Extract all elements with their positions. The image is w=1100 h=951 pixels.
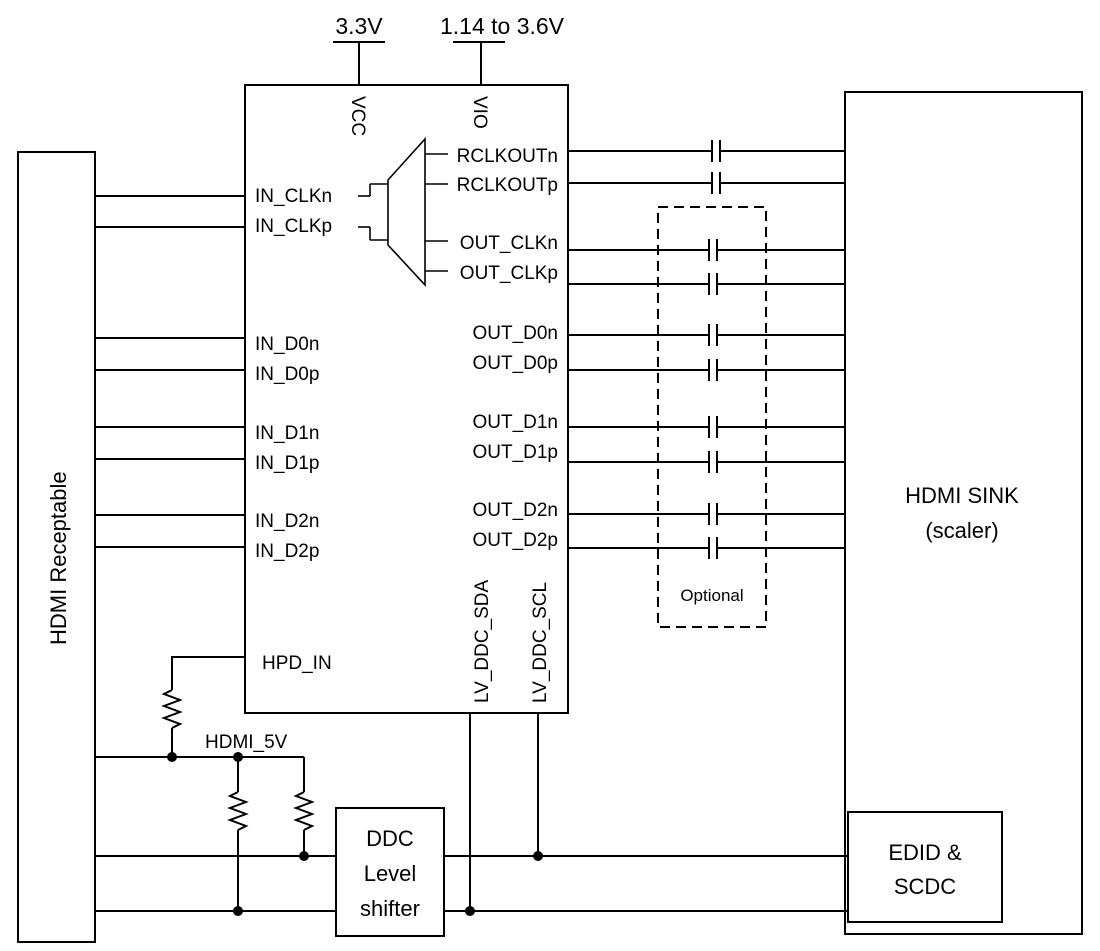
vio-supply	[453, 41, 505, 85]
hdmi-receptacle-label: HDMI Receptable	[46, 471, 71, 645]
vcc-supply	[333, 41, 385, 85]
optional-label: Optional	[680, 586, 743, 605]
pin-hpd-in: HPD_IN	[262, 653, 332, 674]
hdmi-receptacle-box	[17, 151, 96, 943]
hdmi-sink-box	[844, 91, 1083, 935]
pin-lv-ddc-sda: LV_DDC_SDA	[472, 579, 493, 703]
level-shifter-label-line2: Level	[364, 861, 417, 886]
junction-dot	[233, 752, 243, 762]
pin-in-d2p: IN_D2p	[255, 541, 319, 562]
hpd-and-ddc-wiring	[95, 656, 848, 912]
pin-out-d0n: OUT_D0n	[472, 323, 558, 344]
edid-scdc-label-line2: SCDC	[894, 874, 956, 899]
pin-in-clkn: IN_CLKn	[255, 186, 332, 207]
level-shifter-label-line3: shifter	[360, 896, 420, 921]
edid-scdc-label-line1: EDID &	[888, 840, 962, 865]
pin-in-d2n: IN_D2n	[255, 511, 319, 532]
junction-dot	[167, 752, 177, 762]
hdmi-5v-label: HDMI_5V	[205, 732, 288, 753]
vcc-voltage-label: 3.3V	[335, 13, 383, 39]
ddc-level-shifter-box	[335, 807, 445, 937]
pin-in-clkp: IN_CLKp	[255, 216, 332, 237]
junction-dot	[533, 851, 543, 861]
vio-voltage-label: 1.14 to 3.6V	[440, 13, 565, 39]
pin-rclkoutn: RCLKOUTn	[457, 146, 558, 167]
edid-scdc-box	[847, 811, 1003, 923]
vio-pin-label: VIO	[469, 96, 490, 129]
pin-lv-ddc-scl: LV_DDC_SCL	[530, 582, 551, 703]
pin-in-d0n: IN_D0n	[255, 334, 319, 355]
level-shifter-label-line1: DDC	[366, 826, 414, 851]
pin-out-d0p: OUT_D0p	[472, 353, 558, 374]
pin-out-clkn: OUT_CLKn	[460, 233, 558, 254]
pin-out-d2p: OUT_D2p	[472, 530, 558, 551]
redriver-chip-box	[244, 84, 569, 714]
pin-rclkoutp: RCLKOUTp	[457, 175, 558, 196]
pin-out-d1n: OUT_D1n	[472, 412, 558, 433]
vcc-pin-label: VCC	[347, 96, 368, 136]
junction-dot	[465, 906, 475, 916]
hdmi-sink-label-line1: HDMI SINK	[905, 483, 1019, 508]
junction-dot	[233, 906, 243, 916]
pin-out-d1p: OUT_D1p	[472, 442, 558, 463]
pin-in-d1n: IN_D1n	[255, 423, 319, 444]
pin-in-d1p: IN_D1p	[255, 453, 319, 474]
clock-mux	[358, 136, 448, 288]
output-traces	[568, 140, 845, 559]
pin-out-clkp: OUT_CLKp	[460, 263, 558, 284]
pin-out-d2n: OUT_D2n	[472, 500, 558, 521]
input-traces	[95, 195, 245, 548]
pin-in-d0p: IN_D0p	[255, 364, 319, 385]
hdmi-sink-label-line2: (scaler)	[925, 518, 998, 543]
junction-dot	[299, 851, 309, 861]
optional-capacitor-region	[657, 206, 767, 628]
